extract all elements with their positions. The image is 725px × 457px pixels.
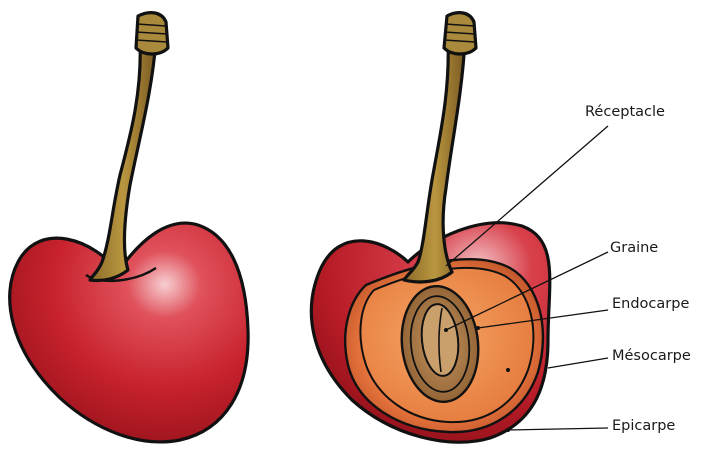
mesocarp-leader [548,358,608,368]
label-epicarp: Epicarpe [612,418,675,434]
whole-cherry-stem-tip [136,13,168,54]
label-mesocarp: Mésocarpe [612,348,691,364]
epicarp-leader [508,428,608,430]
sectioned-cherry [311,13,549,443]
whole-cherry [10,13,248,442]
labels: Réceptacle Graine Endocarpe Mésocarpe Ep… [585,104,691,434]
label-receptacle: Réceptacle [585,104,665,120]
sectioned-cherry-stem-tip [444,13,476,54]
whole-cherry-skin [10,223,248,442]
label-endocarp: Endocarpe [612,296,689,312]
label-seed: Graine [610,240,658,256]
